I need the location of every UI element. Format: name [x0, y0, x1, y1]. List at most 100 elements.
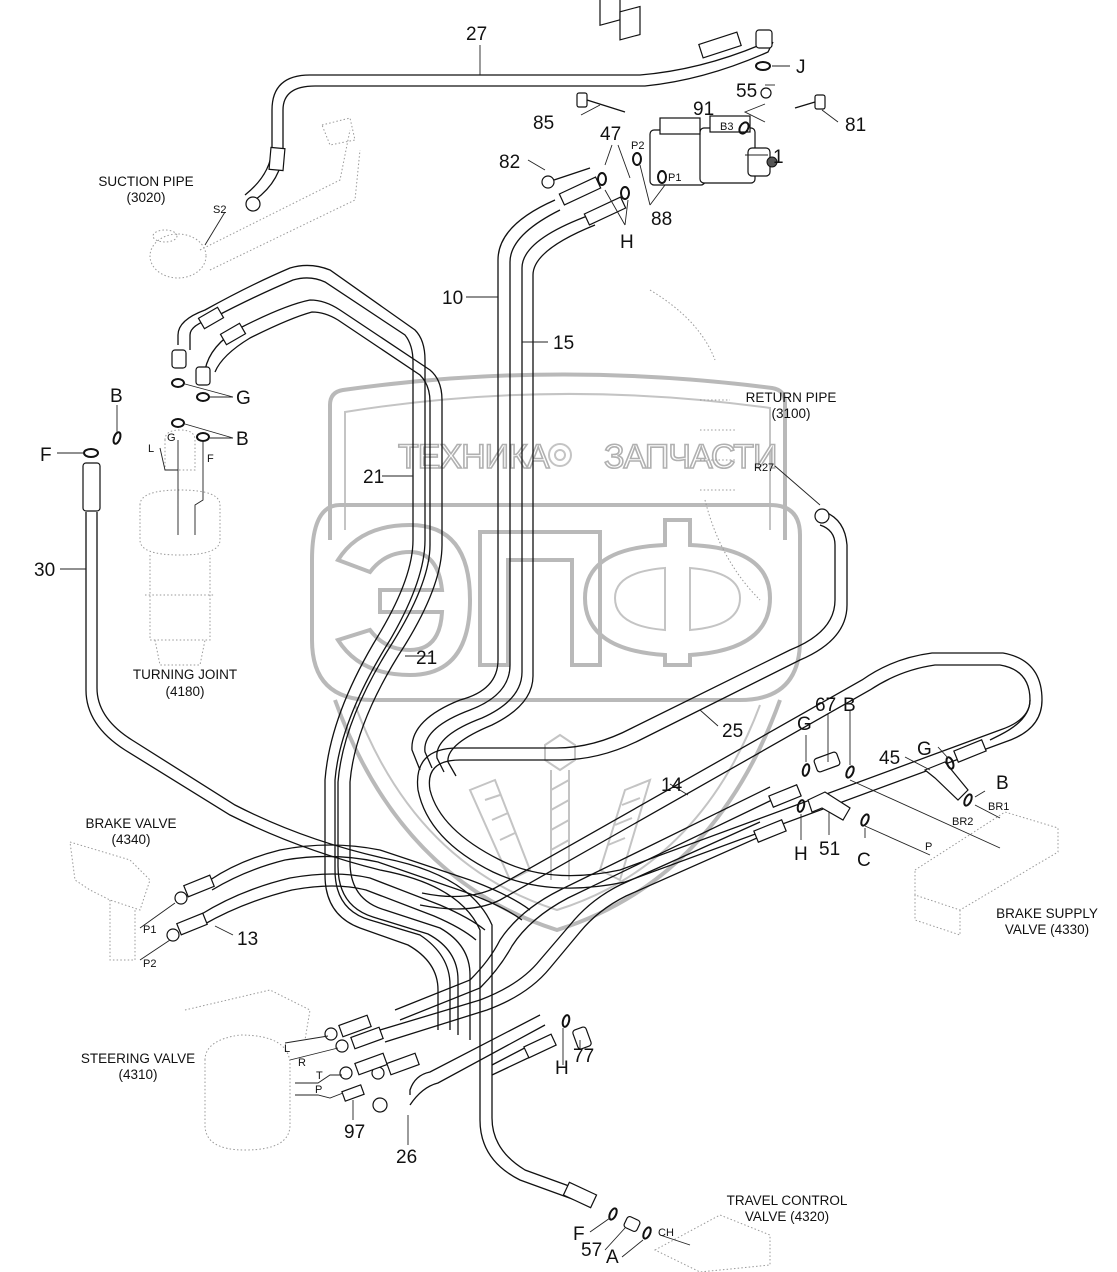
o-ring-G2 [196, 392, 210, 402]
svg-text:(3020): (3020) [126, 190, 165, 205]
label-brake-supply-valve: BRAKE SUPPLY VALVE (4330) [996, 906, 1098, 937]
leader-lines [57, 45, 1001, 1258]
callout-F-left: F [40, 445, 52, 466]
o-ring-J [755, 61, 771, 71]
gear-icon [548, 443, 572, 467]
o-ring-B-left [112, 431, 122, 445]
o-ring-B67 [845, 765, 855, 779]
valve-block-55 [760, 87, 772, 99]
svg-text:TURNING JOINT: TURNING JOINT [133, 667, 237, 682]
callout-A: A [606, 1247, 619, 1268]
callout-10: 10 [442, 288, 463, 309]
hose-51 [379, 821, 767, 1043]
callout-B-left: B [110, 386, 123, 407]
svg-text:STEERING VALVE: STEERING VALVE [81, 1051, 195, 1066]
hose-10 [411, 199, 561, 771]
o-ring-B45 [963, 793, 973, 807]
svg-text:SUCTION PIPE: SUCTION PIPE [98, 174, 193, 189]
svg-text:(4180): (4180) [165, 684, 204, 699]
svg-text:BRAKE SUPPLY: BRAKE SUPPLY [996, 906, 1098, 921]
svg-text:RETURN PIPE: RETURN PIPE [746, 390, 837, 405]
o-rings [83, 61, 973, 1240]
callout-77: 77 [573, 1046, 594, 1067]
watermark-text-right: ЗАПЧАСТИ [604, 438, 777, 476]
callout-26: 26 [396, 1147, 417, 1168]
callout-91: 91 [693, 99, 714, 120]
port-tj-G: G [167, 432, 176, 444]
callout-13: 13 [237, 929, 258, 950]
svg-text:VALVE (4330): VALVE (4330) [1005, 922, 1089, 937]
callout-67: 67 [815, 695, 836, 716]
callout-H-51: H [794, 844, 808, 865]
port-sv-T: T [316, 1070, 323, 1082]
bolt-82 [541, 167, 591, 189]
hose-14 [394, 786, 777, 1021]
label-return-pipe: RETURN PIPE (3100) [746, 390, 837, 421]
bolt-81 [794, 94, 826, 110]
callout-14: 14 [661, 775, 683, 796]
o-ring-B1 [171, 418, 185, 428]
o-ring-F-bot [608, 1207, 618, 1221]
o-ring-H1 [597, 172, 607, 186]
port-R27: R27 [754, 462, 774, 474]
callout-G-67: G [797, 714, 812, 735]
port-tj-F: F [207, 453, 214, 465]
bolt-85 [576, 92, 626, 113]
callout-G-tj: G [236, 388, 251, 409]
port-sv-L: L [284, 1043, 290, 1055]
port-bs-P: P [925, 841, 932, 853]
svg-text:TRAVEL CONTROL: TRAVEL CONTROL [727, 1193, 848, 1208]
callout-21-lower: 21 [416, 648, 437, 669]
port-bv-P2: P2 [143, 958, 156, 970]
callout-82: 82 [499, 152, 520, 173]
label-travel-control-valve: TRAVEL CONTROL VALVE (4320) [727, 1193, 848, 1224]
fittings [82, 0, 987, 1233]
ghost-components [69, 117, 1059, 1272]
callouts: 27 J 55 91 85 81 47 1 82 88 H 10 15 G B … [34, 24, 1009, 1268]
o-ring-A [642, 1226, 652, 1240]
svg-text:VALVE (4320): VALVE (4320) [745, 1209, 829, 1224]
callout-H-77: H [555, 1058, 569, 1079]
o-ring-C [860, 813, 870, 827]
o-ring-F-left [83, 448, 99, 458]
watermark-big-letters [334, 518, 773, 678]
svg-text:(4340): (4340) [111, 832, 150, 847]
watermark-text-left: ТЕХНИКА [398, 438, 550, 476]
hose-30 [85, 512, 581, 1201]
callout-88: 88 [651, 209, 672, 230]
svg-text:(4310): (4310) [118, 1067, 157, 1082]
port-bv-P1: P1 [143, 924, 156, 936]
label-brake-valve: BRAKE VALVE (4340) [85, 816, 176, 847]
o-ring-H2 [620, 186, 630, 200]
port-CH: CH [658, 1227, 674, 1239]
port-tj-L: L [148, 443, 154, 455]
callout-51: 51 [819, 839, 840, 860]
callout-C: C [857, 850, 871, 871]
o-ring-P1 [657, 170, 667, 184]
callout-27: 27 [466, 24, 487, 45]
callout-97: 97 [344, 1122, 365, 1143]
label-turning-joint: TURNING JOINT (4180) [133, 667, 237, 699]
callout-47: 47 [600, 124, 621, 145]
callout-21-upper: 21 [363, 467, 384, 488]
hose-45 [989, 699, 1031, 741]
callout-B-67: B [843, 695, 856, 716]
port-B3: B3 [720, 121, 733, 133]
hose-25 [416, 545, 1043, 910]
port-sv-P: P [315, 1084, 322, 1096]
callout-45: 45 [879, 748, 900, 769]
callout-G-45: G [917, 739, 932, 760]
label-steering-valve: STEERING VALVE (4310) [81, 1051, 195, 1082]
callout-15: 15 [553, 333, 574, 354]
o-ring-G1 [171, 378, 185, 388]
hoses [85, 34, 1043, 1201]
o-ring-H77 [561, 1014, 571, 1028]
callout-F-bot: F [573, 1224, 585, 1245]
port-sv-R: R [298, 1057, 306, 1069]
callout-J: J [796, 57, 806, 78]
hose-15 [436, 214, 596, 777]
callout-B-45: B [996, 773, 1009, 794]
o-ring-H51 [796, 799, 806, 813]
port-BR2: BR2 [952, 816, 973, 828]
